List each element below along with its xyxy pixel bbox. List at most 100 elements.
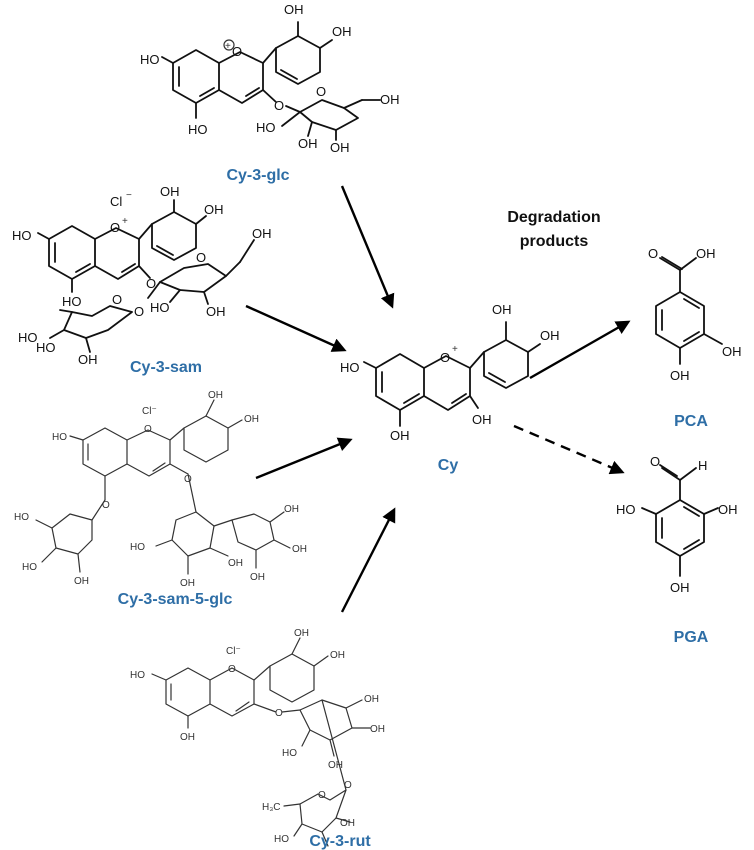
- atom-label: O: [228, 664, 236, 675]
- atom-label: H₃C: [262, 802, 281, 813]
- atom-label: OH: [670, 368, 690, 383]
- atom-label: OH: [330, 140, 350, 155]
- atom-label: O: [146, 276, 156, 291]
- atom-label: OH: [718, 502, 738, 517]
- atom-label: O: [232, 44, 242, 59]
- heading-degradation: Degradation: [507, 209, 600, 226]
- atom-label: OH: [292, 544, 307, 555]
- structure-cy-3-sam-5-glc: OH OH HO Cl⁻ O O O HO OH OH OH OH OH HO …: [14, 390, 307, 608]
- atom-label: HO: [282, 748, 297, 759]
- atom-label: OH: [180, 578, 195, 589]
- atom-label: O: [344, 780, 352, 791]
- atom-label: −: [126, 190, 132, 201]
- atom-label: O: [110, 220, 120, 235]
- atom-label: OH: [208, 390, 223, 401]
- compound-name-cy-3-glc: Cy-3-glc: [226, 167, 289, 184]
- atom-label: OH: [74, 576, 89, 587]
- atom-label: HO: [130, 542, 145, 553]
- atom-label: +: [452, 344, 458, 355]
- atom-label: O: [184, 474, 192, 485]
- atom-label: HO: [616, 502, 636, 517]
- atom-label: +: [225, 41, 231, 52]
- atom-label: O: [134, 304, 144, 319]
- atom-label: OH: [540, 328, 560, 343]
- arrow-cy-3-sam-5-glc-to-cy: [255, 437, 353, 480]
- atom-label: HO: [18, 330, 38, 345]
- atom-label: OH: [390, 428, 410, 443]
- atom-label: O: [144, 424, 152, 435]
- compound-name-cy-3-rut: Cy-3-rut: [309, 833, 371, 850]
- arrow-cy-3-sam-to-cy: [245, 304, 347, 352]
- atom-label: OH: [492, 302, 512, 317]
- atom-label: OH: [298, 136, 318, 151]
- atom-label: HO: [274, 834, 289, 845]
- atom-label: OH: [370, 724, 385, 735]
- arrow-cy-3-rut-to-cy: [340, 507, 396, 613]
- atom-label: Cl: [110, 194, 122, 209]
- atom-label: OH: [332, 24, 352, 39]
- atom-label: HO: [52, 432, 67, 443]
- atom-label: OH: [330, 650, 345, 661]
- atom-label: O: [648, 246, 658, 261]
- atom-label: OH: [340, 818, 355, 829]
- atom-label: OH: [294, 628, 309, 639]
- heading-products: products: [520, 233, 589, 250]
- atom-label: OH: [284, 2, 304, 17]
- atom-label: HO: [22, 562, 37, 573]
- atom-label: O: [316, 84, 326, 99]
- atom-label: HO: [140, 52, 160, 67]
- arrow-cy-to-pca: [529, 320, 631, 380]
- atom-label: HO: [62, 294, 82, 309]
- atom-label: OH: [252, 226, 272, 241]
- atom-label: H: [698, 458, 707, 473]
- compound-name-pca: PCA: [674, 413, 708, 430]
- atom-label: OH: [328, 760, 343, 771]
- atom-label: OH: [244, 414, 259, 425]
- structure-cy-3-glc: OH OH HO O + O O OH HO HO OH OH Cy-3-glc: [140, 2, 400, 184]
- compound-name-cy: Cy: [438, 457, 459, 474]
- atom-label: OH: [180, 732, 195, 743]
- structure-pga: O H OH HO OH PGA: [616, 454, 738, 646]
- atom-label: HO: [150, 300, 170, 315]
- atom-label: HO: [188, 122, 208, 137]
- atom-label: OH: [364, 694, 379, 705]
- atom-label: OH: [472, 412, 492, 427]
- arrow-cy-to-pga: [513, 424, 625, 475]
- atom-label: O: [275, 708, 283, 719]
- atom-label: HO: [340, 360, 360, 375]
- structure-cy: OH OH HO O + OH OH Cy: [340, 302, 560, 474]
- atom-label: OH: [284, 504, 299, 515]
- compound-name-pga: PGA: [674, 629, 709, 646]
- atom-label: HO: [14, 512, 29, 523]
- atom-label: OH: [160, 184, 180, 199]
- atom-label: HO: [36, 340, 56, 355]
- atom-label: O: [274, 98, 284, 113]
- atom-label: OH: [206, 304, 226, 319]
- atom-label: OH: [250, 572, 265, 583]
- atom-label: OH: [78, 352, 98, 367]
- atom-label: OH: [670, 580, 690, 595]
- structure-cy-3-rut: OH OH HO Cl⁻ O OH O OH OH OH HO O O H₃C …: [130, 628, 385, 850]
- atom-label: OH: [228, 558, 243, 569]
- atom-label: HO: [130, 670, 145, 681]
- atom-label: +: [122, 216, 128, 227]
- atom-label: OH: [380, 92, 400, 107]
- compound-name-cy-3-sam-5-glc: Cy-3-sam-5-glc: [118, 591, 233, 608]
- atom-label: OH: [696, 246, 716, 261]
- atom-label: HO: [256, 120, 276, 135]
- structure-pca: O OH OH OH PCA: [648, 246, 742, 430]
- arrow-cy-3-glc-to-cy: [340, 185, 395, 309]
- atom-label: Cl⁻: [142, 406, 157, 417]
- atom-label: O: [102, 500, 110, 511]
- atom-label: HO: [12, 228, 32, 243]
- atom-label: O: [112, 292, 122, 307]
- atom-label: O: [440, 350, 450, 365]
- structure-cy-3-sam: Cl − OH OH HO O + HO O O OH OH HO: [12, 184, 272, 376]
- atom-label: Cl⁻: [226, 646, 241, 657]
- atom-label: O: [650, 454, 660, 469]
- atom-label: O: [196, 250, 206, 265]
- atom-label: OH: [722, 344, 742, 359]
- compound-name-cy-3-sam: Cy-3-sam: [130, 359, 202, 376]
- atom-label: O: [318, 790, 326, 801]
